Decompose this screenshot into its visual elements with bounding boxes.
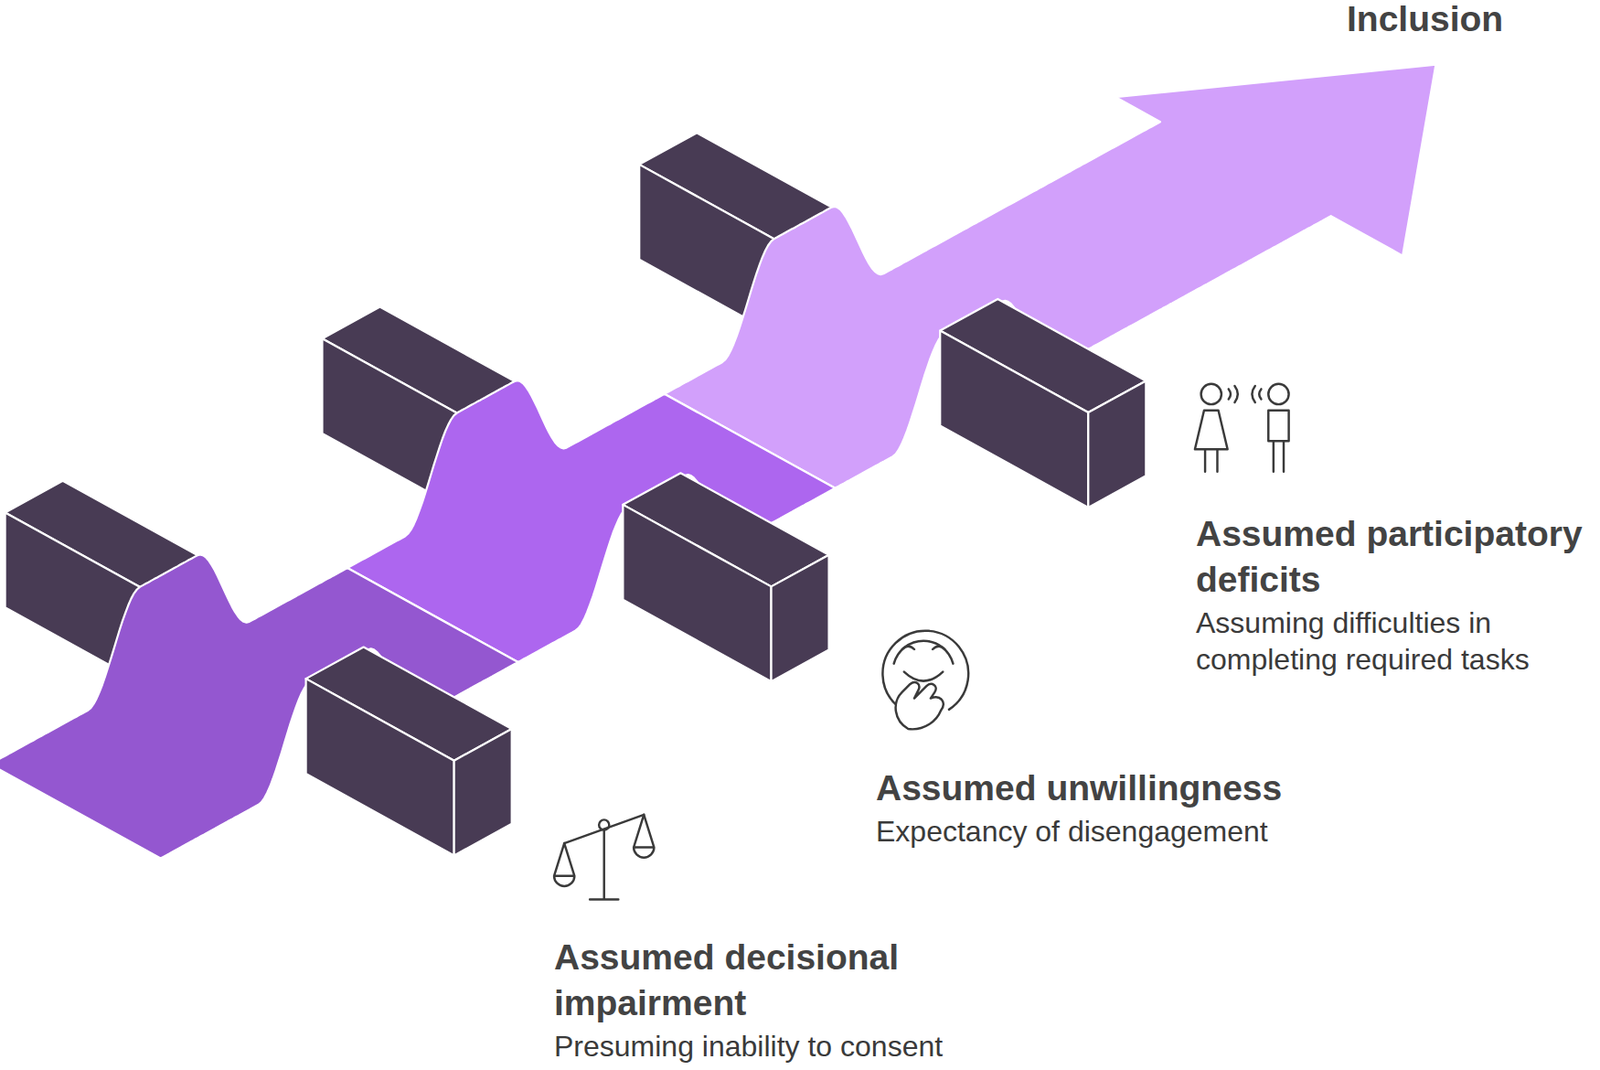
hand-shape (896, 682, 944, 729)
eye-shape (902, 646, 946, 650)
legs-shape (1273, 440, 1284, 471)
body-shape (1268, 410, 1289, 441)
sound-wave (1251, 385, 1261, 403)
ribbon-path (0, 64, 1436, 859)
node-heading: Assumed unwillingness (875, 765, 1388, 811)
goal-label: Inclusion (1346, 0, 1504, 43)
ribbon-segment (0, 554, 519, 858)
node-description: Assuming difficulties in completing requ… (1195, 604, 1599, 678)
face-arc (894, 640, 954, 664)
barrier-end (1088, 380, 1146, 507)
pan-shape (633, 814, 654, 858)
body-shape (1194, 410, 1228, 449)
barrier-node: Assumed participatory deficitsAssuming d… (1195, 511, 1599, 678)
face-icon (882, 630, 969, 730)
barrier-face (306, 678, 455, 855)
scales-icon (554, 814, 654, 900)
barrier-node: Assumed decisional impairmentPresuming i… (554, 934, 984, 1065)
barrier-end (771, 554, 830, 682)
node-description: Expectancy of disengagement (875, 812, 1388, 850)
node-description: Presuming inability to consent (554, 1027, 984, 1065)
barrier-face (622, 504, 771, 682)
legs-shape (1205, 448, 1217, 472)
people-icon (1194, 384, 1290, 472)
mouth-shape (904, 672, 943, 682)
beam-shape (564, 814, 644, 843)
pan-shape (554, 842, 575, 886)
head-shape (1268, 384, 1289, 405)
barrier-face (939, 330, 1088, 508)
barrier-node: Assumed unwillingnessExpectancy of disen… (875, 765, 1388, 850)
node-heading: Assumed participatory deficits (1195, 511, 1599, 603)
node-heading: Assumed decisional impairment (554, 934, 984, 1026)
pole-shape (589, 830, 619, 900)
sound-wave (1228, 385, 1238, 403)
barrier-end (454, 728, 512, 855)
head-shape (1201, 384, 1222, 405)
